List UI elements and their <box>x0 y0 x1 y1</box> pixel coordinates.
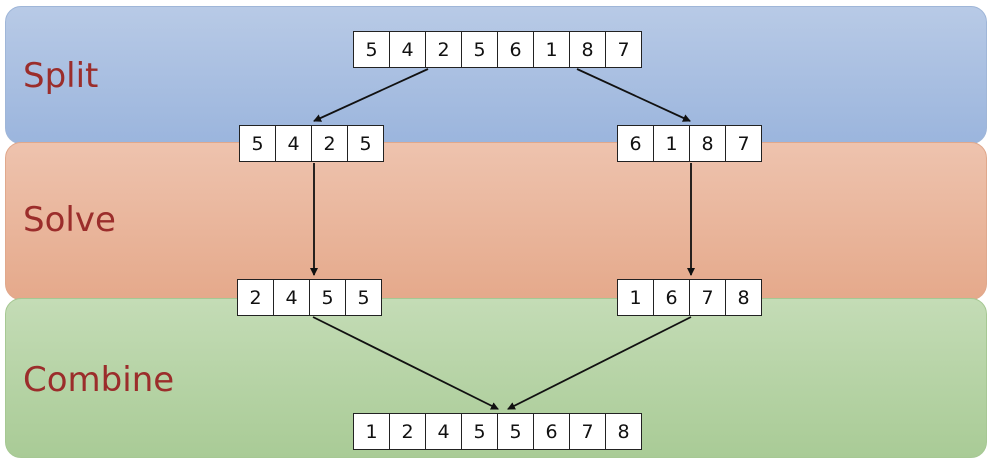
array-cell: 1 <box>353 413 390 450</box>
array-cell: 6 <box>653 279 690 316</box>
right-half-array: 6 1 8 7 <box>617 125 762 162</box>
array-cell: 5 <box>309 279 346 316</box>
solve-stage-label: Solve <box>23 200 116 240</box>
array-cell: 7 <box>569 413 606 450</box>
array-cell: 5 <box>461 31 498 68</box>
array-cell: 7 <box>725 125 762 162</box>
array-cell: 8 <box>725 279 762 316</box>
array-cell: 5 <box>461 413 498 450</box>
merged-array: 1 2 4 5 5 6 7 8 <box>353 413 642 450</box>
array-cell: 2 <box>237 279 274 316</box>
array-cell: 6 <box>497 31 534 68</box>
array-cell: 2 <box>389 413 426 450</box>
array-cell: 8 <box>569 31 606 68</box>
array-cell: 8 <box>689 125 726 162</box>
array-cell: 5 <box>497 413 534 450</box>
array-cell: 1 <box>533 31 570 68</box>
array-cell: 6 <box>617 125 654 162</box>
solve-stage-band: Solve <box>5 142 987 300</box>
array-cell: 5 <box>353 31 390 68</box>
array-cell: 5 <box>239 125 276 162</box>
array-cell: 2 <box>425 31 462 68</box>
array-cell: 4 <box>389 31 426 68</box>
array-cell: 5 <box>345 279 382 316</box>
array-cell: 7 <box>689 279 726 316</box>
left-sorted-array: 2 4 5 5 <box>237 279 382 316</box>
right-sorted-array: 1 6 7 8 <box>617 279 762 316</box>
combine-stage-label: Combine <box>23 360 175 400</box>
array-cell: 4 <box>275 125 312 162</box>
array-cell: 4 <box>273 279 310 316</box>
array-cell: 6 <box>533 413 570 450</box>
split-stage-band: Split <box>5 6 987 144</box>
array-cell: 1 <box>653 125 690 162</box>
array-cell: 4 <box>425 413 462 450</box>
input-array: 5 4 2 5 6 1 8 7 <box>353 31 642 68</box>
array-cell: 8 <box>605 413 642 450</box>
left-half-array: 5 4 2 5 <box>239 125 384 162</box>
array-cell: 7 <box>605 31 642 68</box>
array-cell: 1 <box>617 279 654 316</box>
array-cell: 5 <box>347 125 384 162</box>
split-stage-label: Split <box>23 56 99 96</box>
array-cell: 2 <box>311 125 348 162</box>
